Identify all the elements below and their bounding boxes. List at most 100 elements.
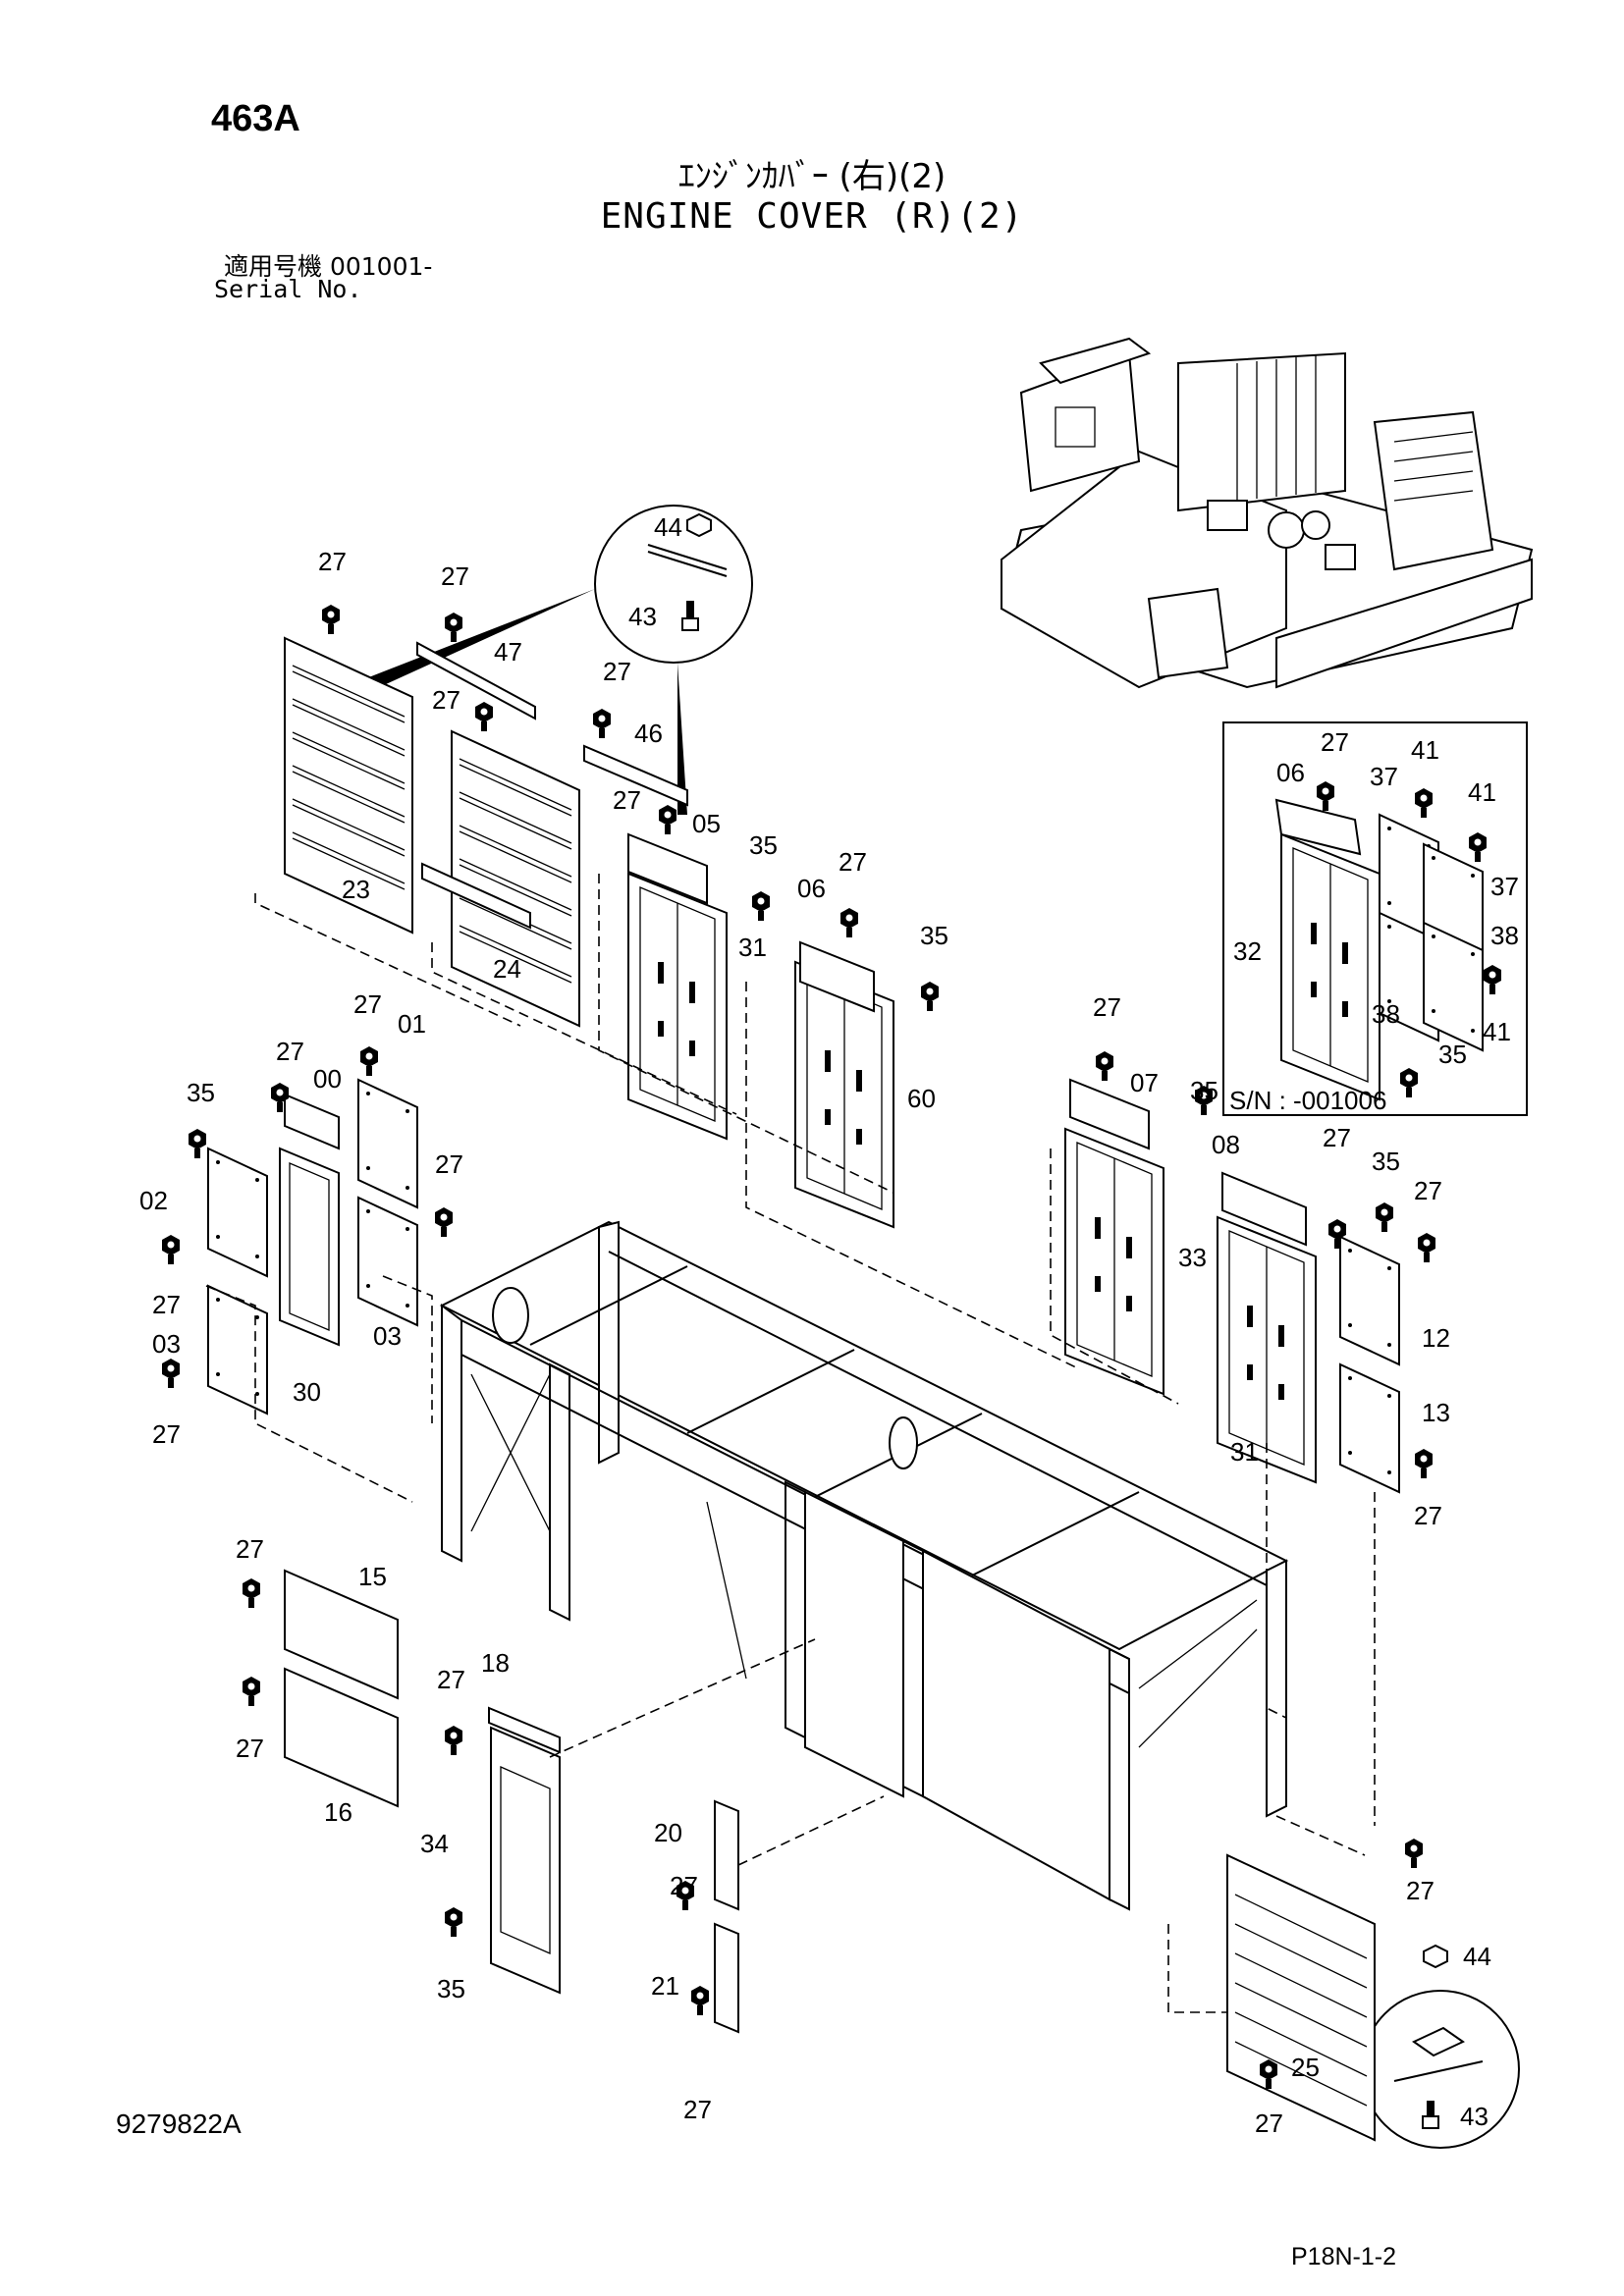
callout-38: 38 [1372, 999, 1400, 1029]
callout-01: 01 [398, 1009, 426, 1039]
panel-13 [1339, 1363, 1400, 1493]
panel-01 [357, 1079, 418, 1208]
bolt-icon [1484, 965, 1501, 994]
page-reference: P18N-1-2 [1291, 2243, 1396, 2270]
callout-16: 16 [324, 1797, 352, 1827]
callout-12: 12 [1422, 1323, 1450, 1353]
callout-20: 20 [654, 1818, 682, 1847]
callout-27: 27 [437, 1665, 465, 1694]
callout-03: 03 [373, 1321, 402, 1351]
louver-25 [1226, 1853, 1376, 2142]
callout-27: 27 [683, 2095, 712, 2124]
serial-label-english: Serial No. [214, 275, 362, 303]
panels-lower [284, 1569, 739, 2034]
callout-27: 27 [318, 547, 347, 576]
callout-37: 37 [1370, 762, 1398, 791]
bolt-icon [475, 702, 493, 731]
callout-35: 35 [749, 830, 778, 860]
callout-47: 47 [494, 637, 522, 667]
inset-serial-note: S/N : -001006 [1229, 1086, 1386, 1115]
bolt-icon [1376, 1202, 1393, 1232]
callout-27: 27 [1093, 992, 1121, 1022]
callout-27: 27 [1414, 1176, 1442, 1205]
callout-60: 60 [907, 1084, 936, 1113]
callout-27: 27 [839, 847, 867, 877]
callout-33: 33 [1178, 1243, 1207, 1272]
stud-icon [681, 601, 1439, 2129]
door-33 [1064, 1128, 1164, 1395]
door-31 [627, 873, 728, 1140]
callout-27: 27 [1323, 1123, 1351, 1152]
bolt-icon [1469, 832, 1487, 862]
callout-38: 38 [1490, 921, 1519, 950]
callout-44: 44 [654, 512, 682, 542]
callout-35: 35 [437, 1974, 465, 2003]
bolt-icon [659, 805, 677, 834]
bolt-icon [445, 1726, 462, 1755]
callout-labels: 27 27 47 27 27 46 44 43 27 05 35 27 06 3… [139, 512, 1519, 2138]
callout-44: 44 [1463, 1942, 1491, 1971]
bolt-icon [360, 1046, 378, 1076]
callout-27: 27 [236, 1534, 264, 1564]
bolt-icon [1405, 1839, 1423, 1868]
bolt-icon [1096, 1051, 1113, 1081]
title-english: ENGINE COVER (R)(2) [600, 196, 1024, 237]
callout-30: 30 [293, 1377, 321, 1407]
callout-27: 27 [1406, 1876, 1435, 1905]
callout-27: 27 [1321, 727, 1349, 757]
bolt-icon [162, 1359, 180, 1388]
bolt-icon [162, 1235, 180, 1264]
callout-27: 27 [441, 561, 469, 591]
nut-icon [686, 512, 1448, 1969]
callout-35: 35 [187, 1078, 215, 1107]
bolt-icon [1415, 1449, 1433, 1478]
callout-27: 27 [603, 657, 631, 686]
door-30 [279, 1147, 340, 1347]
callout-23: 23 [342, 875, 370, 904]
callout-18: 18 [481, 1648, 510, 1678]
bolt-icon [840, 908, 858, 937]
bolt-icon [445, 613, 462, 642]
dashed-leader-lines [205, 874, 1376, 2013]
callout-27: 27 [435, 1149, 463, 1179]
bolt-icon [691, 1986, 709, 2015]
callout-00: 00 [313, 1064, 342, 1094]
panel-12 [1339, 1236, 1400, 1365]
callout-27: 27 [432, 685, 460, 715]
bolt-icon [445, 1907, 462, 1937]
callout-35: 35 [920, 921, 948, 950]
callout-31: 31 [738, 933, 767, 962]
callout-21: 21 [651, 1971, 679, 2001]
bolt-icon [752, 891, 770, 921]
callout-07: 07 [1130, 1068, 1159, 1097]
callout-27: 27 [152, 1419, 181, 1449]
callout-27: 27 [276, 1037, 304, 1066]
callout-25: 25 [1291, 2053, 1320, 2082]
callout-05: 05 [692, 809, 721, 838]
callout-37: 37 [1490, 872, 1519, 901]
bolt-icon [1415, 788, 1433, 818]
detail-circle-top [344, 505, 753, 815]
door-60 [794, 961, 894, 1228]
machine-overview [1000, 337, 1534, 689]
callout-43: 43 [628, 602, 657, 631]
callout-27: 27 [670, 1871, 698, 1900]
bolt-icon [243, 1677, 260, 1706]
callout-06: 06 [1276, 758, 1305, 787]
callout-43: 43 [1460, 2102, 1489, 2131]
bolt-icon [1400, 1068, 1418, 1097]
title-japanese: ｴﾝｼﾞﾝｶﾊﾞｰ (右)(2) [677, 157, 947, 196]
bolt-icon [921, 982, 939, 1011]
callout-24: 24 [493, 954, 521, 984]
callout-35: 35 [1438, 1040, 1467, 1069]
callout-27: 27 [1255, 2109, 1283, 2138]
callout-15: 15 [358, 1562, 387, 1591]
bolt-icon [189, 1129, 206, 1158]
bolt-icon [243, 1578, 260, 1608]
drawing-number: 9279822A [116, 2109, 242, 2139]
inset-box [1222, 721, 1528, 1116]
callout-03: 03 [152, 1329, 181, 1359]
callout-13: 13 [1422, 1398, 1450, 1427]
